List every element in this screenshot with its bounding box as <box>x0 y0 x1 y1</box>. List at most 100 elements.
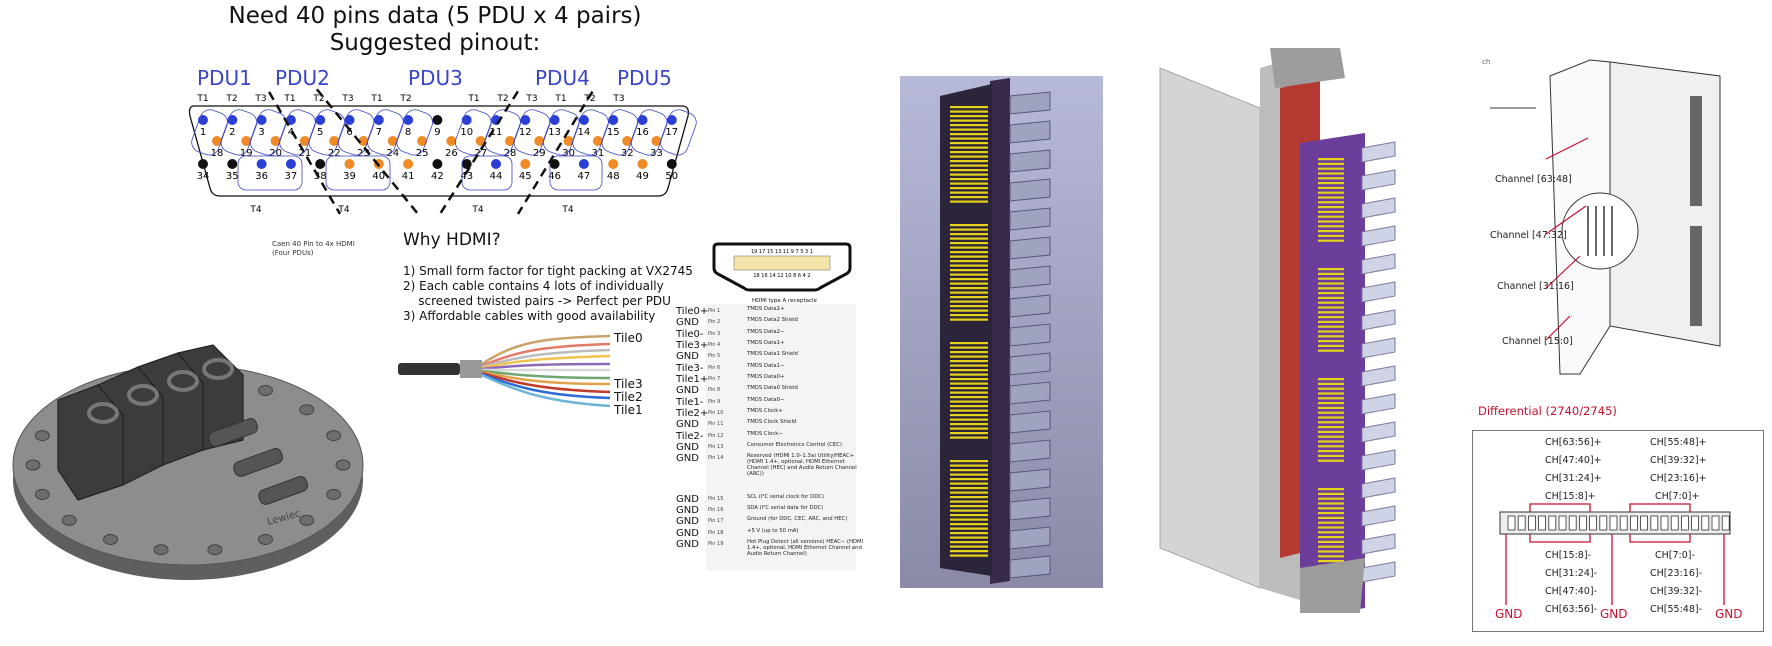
pcb-pin <box>950 265 988 267</box>
pcb-hdmi-port <box>1010 121 1050 143</box>
pcb-pin <box>950 392 988 394</box>
pcb-pin <box>950 133 988 135</box>
differential-title: Differential (2740/2745) <box>1478 404 1617 418</box>
module-pin <box>1318 282 1344 284</box>
pcb-pin <box>950 374 988 376</box>
t-label-top-10: T3 <box>525 94 537 104</box>
pcb-pin <box>950 365 988 367</box>
hdmi-table-row: Tile3+Pin 4TMDS Data1+ <box>676 340 866 351</box>
pcb-pin <box>950 183 988 185</box>
hdmi-signal: Tile3- <box>676 363 710 374</box>
pin-25 <box>417 136 427 146</box>
diff-pin <box>1549 516 1556 530</box>
module-pin <box>1318 278 1344 280</box>
module-pin <box>1318 512 1344 514</box>
diff-pin <box>1518 516 1525 530</box>
t-label-bottom-0: T4 <box>249 205 261 215</box>
module-pin <box>1318 158 1344 160</box>
module-pin <box>1318 416 1344 418</box>
pin-number-8: 8 <box>405 127 411 138</box>
hdmi-receptacle-drawing: 19 17 15 13 11 9 7 5 3 1 18 16 14 12 10 … <box>712 238 852 294</box>
module-hdmi-port <box>1362 282 1395 302</box>
module-pin <box>1318 297 1344 299</box>
board-channel-15-0: Channel [15:0] <box>1502 336 1573 347</box>
pcb-hdmi-port <box>1010 266 1050 288</box>
pin-9 <box>432 115 442 125</box>
pcb-pin <box>950 196 988 198</box>
hdmi-pin-number: Pin 6 <box>708 363 720 374</box>
module-pin <box>1318 182 1344 184</box>
bolt-hole <box>62 515 76 525</box>
hdmi-signal: Tile3+ <box>676 340 710 351</box>
pin-number-10: 10 <box>460 127 473 138</box>
hdmi-signal: GND <box>676 351 710 362</box>
pin-number-3: 3 <box>258 127 264 138</box>
bolt-hole <box>208 545 222 555</box>
hdmi-pin-description: TMDS Data2 Shield <box>747 317 867 323</box>
pcb-pin <box>950 356 988 358</box>
module-pin <box>1318 531 1344 533</box>
diff-right-top-1: CH[55:48]+ <box>1650 437 1707 448</box>
pcb-pin <box>950 351 988 353</box>
pcb-pin <box>950 269 988 271</box>
hdmi-signal: GND <box>676 539 710 550</box>
why-hdmi-list: 1) Small form factor for tight packing a… <box>403 264 693 324</box>
module-hdmi-port <box>1362 478 1395 498</box>
hdmi-pin-description: TMDS Data1− <box>747 363 867 369</box>
pcb-pin <box>950 187 988 189</box>
pin-number-29: 29 <box>533 148 546 159</box>
pcb-pin <box>950 106 988 108</box>
pcb-pin <box>950 532 988 534</box>
pcb-pin <box>950 387 988 389</box>
diff-pin <box>1569 516 1576 530</box>
pin-number-36: 36 <box>255 171 268 182</box>
module-pin <box>1318 316 1344 318</box>
hdmi-pin-number: Pin 4 <box>708 340 720 351</box>
pcb-pin <box>950 514 988 516</box>
pcb-pin <box>950 347 988 349</box>
module-pin <box>1318 345 1344 347</box>
hdmi-pin-description: TMDS Data1 Shield <box>747 351 867 357</box>
hdmi-table-row: Tile1+Pin 7TMDS Data0+ <box>676 374 866 385</box>
module-pin <box>1318 450 1344 452</box>
adapter-board-render <box>900 76 1103 588</box>
hdmi-pin-number: Pin 1 <box>708 306 720 317</box>
hdmi-signal: GND <box>676 419 710 430</box>
module-pin <box>1318 517 1344 519</box>
pin-number-34: 34 <box>197 171 210 182</box>
pcb-pin <box>950 151 988 153</box>
hdmi-pin-description: TMDS Data0− <box>747 397 867 403</box>
module-pin <box>1318 383 1344 385</box>
pin-number-44: 44 <box>490 171 503 182</box>
pin-number-45: 45 <box>519 171 532 182</box>
pcb-pin <box>950 283 988 285</box>
pin-19 <box>241 136 251 146</box>
hdmi-pin-description: TMDS Clock Shield <box>747 419 867 425</box>
pin-49 <box>638 159 648 169</box>
tile-label-0: Tile0 <box>614 331 643 345</box>
pcb-pin <box>950 229 988 231</box>
module-pin <box>1318 201 1344 203</box>
pdu-label-2: PDU2 <box>275 66 330 90</box>
module-pin <box>1318 216 1344 218</box>
pin-39 <box>345 159 355 169</box>
pin-number-13: 13 <box>548 127 561 138</box>
module-pin <box>1318 455 1344 457</box>
diff-pin <box>1610 516 1617 530</box>
hdmi-pin-number: Pin 2 <box>708 317 720 328</box>
module-handle-top <box>1270 48 1345 88</box>
pcb-pin <box>950 492 988 494</box>
module-pin <box>1318 335 1344 337</box>
pcb-hdmi-port <box>1010 179 1050 201</box>
bolt-hole <box>336 460 350 470</box>
module-hdmi-port <box>1362 226 1395 246</box>
pdu-label-3: PDU3 <box>408 66 463 90</box>
pin-number-25: 25 <box>416 148 429 159</box>
pcb-pin <box>950 342 988 344</box>
pin-28 <box>505 136 515 146</box>
module-side-panel <box>1160 68 1260 588</box>
pcb-pin <box>950 537 988 539</box>
pin-number-20: 20 <box>269 148 282 159</box>
hdmi-pin-description: TMDS Clock− <box>747 431 867 437</box>
pin-number-50: 50 <box>665 171 678 182</box>
